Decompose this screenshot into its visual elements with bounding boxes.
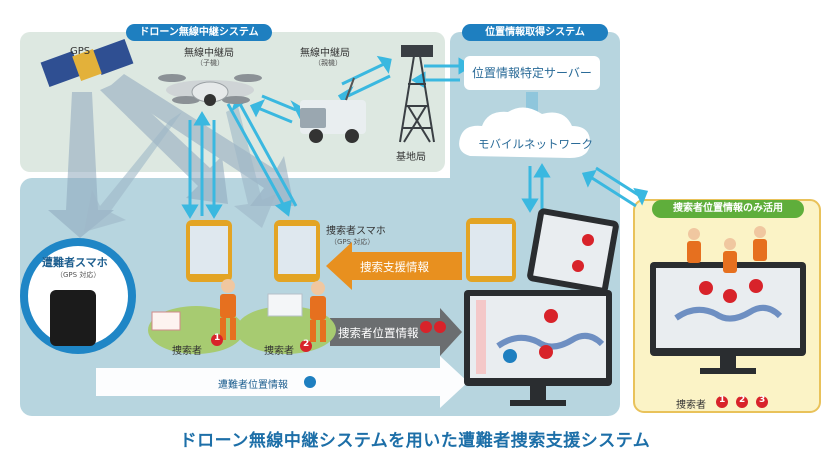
drone-relay-system-title: ドローン無線中継システム [126, 24, 272, 41]
pin-number-2: 2 [303, 339, 310, 349]
relay-child-label: 無線中継局 [184, 48, 234, 59]
monitor-main [464, 290, 612, 406]
phone-device [466, 218, 516, 282]
right-searcher-figures [687, 226, 767, 273]
victim-location-label: 遭難者位置情報 [218, 380, 288, 391]
relay-van-icon [300, 77, 366, 143]
drone-icon [158, 74, 262, 106]
searchers-legend-label: 捜索者 [676, 400, 706, 411]
searcher-1-label: 捜索者 [172, 346, 202, 357]
gps-label: GPS [70, 46, 91, 57]
searcher-phone-label: 捜索者スマホ [326, 226, 386, 237]
searcher-location-arrow [330, 308, 462, 356]
diagram-caption: ドローン無線中継システムを用いた遭難者捜索支援システム [179, 431, 651, 451]
victim-phone-label: 遭難者スマホ [42, 256, 108, 269]
legend-pin-1: 1 [719, 395, 726, 405]
searcher-location-label: 捜索者位置情報 [338, 326, 419, 340]
base-station-label: 基地局 [396, 152, 426, 163]
searcher-phones [186, 220, 320, 282]
support-info-arrow [326, 242, 462, 290]
relay-parent-sub-label: （親機） [314, 59, 342, 67]
support-info-label: 捜索支援情報 [360, 260, 429, 274]
legend-pin-2: 2 [739, 395, 746, 405]
monitor-right [650, 262, 806, 374]
tablet-device [527, 208, 619, 294]
base-station-tower-icon [399, 45, 435, 143]
victim-phone-sub-label: （GPS 対応） [56, 271, 101, 279]
searcher-only-title: 捜索者位置情報のみ活用 [652, 200, 804, 218]
gps-satellite-icon [40, 38, 134, 88]
searcher-figures [220, 279, 326, 342]
searcher-2-label: 捜索者 [264, 346, 294, 357]
victim-location-arrow [96, 356, 468, 408]
relay-parent-label: 無線中継局 [300, 48, 350, 59]
relay-child-sub-label: （子機） [196, 59, 224, 67]
location-pins [211, 234, 768, 408]
victim-markers [304, 349, 517, 388]
victim-phone-dome [20, 238, 136, 354]
location-system-title: 位置情報取得システム [462, 24, 608, 41]
searcher-phone-sub-label: （GPS 対応） [330, 238, 375, 246]
mobile-network-cloud [459, 107, 590, 158]
mobile-network-label: モバイルネットワーク [478, 137, 593, 151]
location-server-box: 位置情報特定サーバー [464, 56, 600, 90]
pin-number-1: 1 [214, 333, 221, 343]
drone-to-phones-beams [84, 106, 276, 232]
legend-pin-3: 3 [759, 395, 766, 405]
